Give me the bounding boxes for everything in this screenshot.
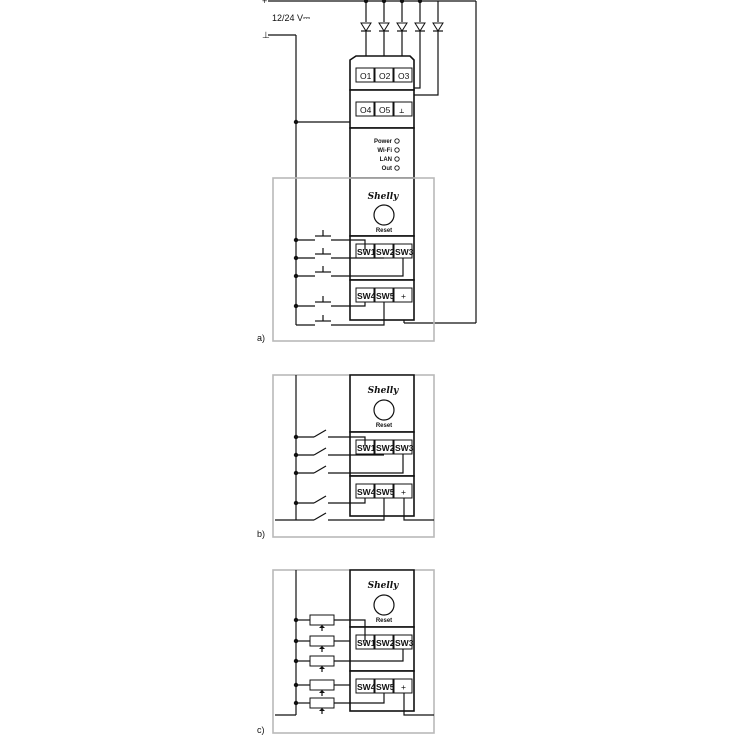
- terminal-sw2-b: SW2: [376, 443, 395, 453]
- reset-button-icon-c: [373, 594, 395, 616]
- terminal-plus: +: [401, 291, 406, 301]
- reset-button-icon: [373, 204, 395, 226]
- terminal-plus-c: +: [401, 682, 406, 692]
- panel-a: a): [257, 177, 435, 343]
- indicator-power-label: Power: [374, 139, 393, 145]
- potentiometers: [293, 614, 404, 714]
- terminal-sw3: SW3: [395, 247, 414, 257]
- panel-c: c) Shelly Reset SW1 SW2 SW3 SW4 SW5 +: [257, 569, 435, 735]
- terminal-sw1-c: SW1: [357, 638, 376, 648]
- reset-label-c: Reset: [376, 618, 392, 624]
- terminal-sw4-b: SW4: [357, 487, 376, 497]
- power-led-icon: [394, 138, 400, 144]
- potentiometer-2: [293, 635, 350, 652]
- push-button-5: [296, 302, 385, 326]
- push-button-4: [293, 296, 366, 309]
- terminal-sw2: SW2: [376, 247, 395, 257]
- push-button-2: [293, 248, 384, 261]
- toggle-switch-4: [293, 495, 366, 506]
- panel-a-frame: [272, 177, 435, 342]
- brand-logo: Shelly: [368, 192, 400, 202]
- output-terminals: O1 O2 O3 O4 O5 ⊥: [355, 67, 413, 117]
- minus-terminal-label: ⊥: [262, 30, 270, 40]
- indicator-wifi-label: Wi-Fi: [377, 148, 392, 154]
- plus-terminal-label: +: [262, 0, 267, 6]
- potentiometer-3: [293, 649, 404, 672]
- potentiometer-4: [293, 679, 350, 696]
- terminal-sw3-c: SW3: [395, 638, 414, 648]
- voltage-label: 12/24 V⎓: [272, 13, 310, 23]
- power-supply-section: + 12/24 V⎓ ⊥: [262, 0, 477, 325]
- terminal-gnd: ⊥: [399, 108, 404, 115]
- reset-label-b: Reset: [376, 423, 392, 429]
- panel-c-label: c): [257, 725, 265, 735]
- terminal-o5: O5: [379, 105, 391, 115]
- indicator-lan-label: LAN: [380, 157, 392, 163]
- terminal-sw3-b: SW3: [395, 443, 414, 453]
- shelly-device: O1 O2 O3 O4 O5 ⊥ Power Wi-Fi LAN Out She…: [349, 55, 415, 321]
- terminal-sw5-b: SW5: [376, 487, 395, 497]
- push-buttons: [293, 230, 404, 326]
- toggle-switch-3: [293, 454, 404, 476]
- reset-button-icon-b: [373, 399, 395, 421]
- toggle-switch-2: [293, 447, 384, 458]
- terminal-sw2-c: SW2: [376, 638, 395, 648]
- terminal-sw5: SW5: [376, 291, 395, 301]
- terminal-o3: O3: [398, 71, 410, 81]
- reset-label: Reset: [376, 228, 392, 234]
- terminal-o4: O4: [360, 105, 372, 115]
- potentiometer-1: [293, 614, 366, 641]
- panel-b: b) Shelly Reset SW1 SW2 SW3 SW4 SW5 +: [257, 374, 435, 539]
- terminal-o1: O1: [360, 71, 372, 81]
- terminal-sw5-c: SW5: [376, 682, 395, 692]
- push-button-1: [293, 230, 366, 250]
- terminal-sw1: SW1: [357, 247, 376, 257]
- terminal-sw4: SW4: [357, 291, 376, 301]
- indicator-leds: Power Wi-Fi LAN Out: [374, 138, 400, 172]
- panel-b-label: b): [257, 529, 265, 539]
- indicator-out-label: Out: [382, 166, 392, 172]
- terminal-sw4-c: SW4: [357, 682, 376, 692]
- terminal-sw1-b: SW1: [357, 443, 376, 453]
- terminal-o2: O2: [379, 71, 391, 81]
- brand-logo-c: Shelly: [368, 581, 400, 591]
- terminal-plus-b: +: [401, 487, 406, 497]
- toggle-switch-5: [296, 498, 385, 521]
- out-led-icon: [394, 165, 400, 171]
- led-1: [360, 0, 372, 68]
- toggle-switches: [293, 429, 404, 521]
- potentiometer-5: [293, 693, 385, 714]
- toggle-switch-1: [293, 429, 366, 446]
- brand-logo-b: Shelly: [368, 386, 400, 396]
- lan-led-icon: [394, 156, 400, 162]
- push-button-3: [293, 258, 404, 279]
- wifi-led-icon: [394, 147, 400, 153]
- panel-a-label: a): [257, 333, 265, 343]
